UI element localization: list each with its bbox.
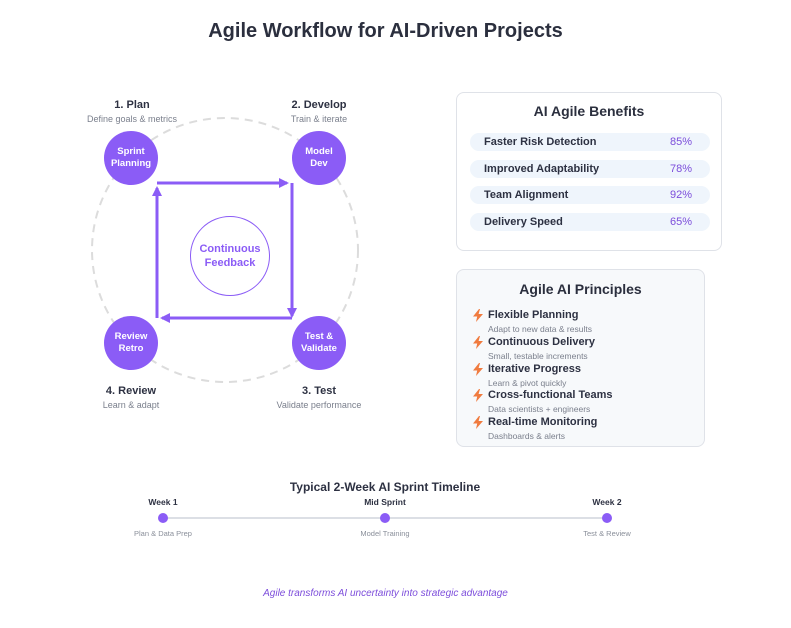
- benefit-row: Improved Adaptability 78%: [470, 160, 710, 178]
- benefit-label: Improved Adaptability: [484, 163, 600, 175]
- benefit-value: 65%: [669, 216, 692, 228]
- node-label-line2: Validate: [301, 343, 337, 354]
- stage-subtitle-plan: Define goals & metrics: [86, 114, 178, 124]
- node-label-line2: Planning: [110, 158, 152, 169]
- stage-subtitle-develop: Train & iterate: [290, 114, 348, 124]
- benefit-label: Team Alignment: [484, 189, 569, 201]
- node-review-retro: Review Retro: [104, 316, 158, 370]
- benefit-label: Delivery Speed: [484, 216, 563, 228]
- principle-subtitle: Small, testable increments: [488, 351, 588, 361]
- timeline-sub-mid-sprint: Model Training: [360, 529, 410, 538]
- timeline-title: Typical 2-Week AI Sprint Timeline: [289, 480, 481, 494]
- benefit-value: 92%: [669, 189, 692, 201]
- principle-subtitle: Adapt to new data & results: [488, 324, 592, 334]
- timeline-sub-week1: Plan & Data Prep: [134, 529, 192, 538]
- node-sprint-planning: Sprint Planning: [104, 131, 158, 185]
- node-label-line1: Model: [305, 146, 333, 157]
- node-model-dev: Model Dev: [292, 131, 346, 185]
- benefit-row: Team Alignment 92%: [470, 186, 710, 204]
- stage-title-review: 4. Review: [105, 385, 157, 397]
- benefit-label: Faster Risk Detection: [484, 136, 597, 148]
- principles-title: Agile AI Principles: [519, 281, 642, 297]
- node-label-line1: Sprint: [117, 146, 145, 157]
- benefit-row: Faster Risk Detection 85%: [470, 133, 710, 151]
- principle-title: Real-time Monitoring: [488, 416, 598, 428]
- lightning-bolt-icon: [473, 389, 483, 402]
- principle-subtitle: Learn & pivot quickly: [488, 378, 567, 388]
- principle-title: Iterative Progress: [488, 363, 581, 375]
- timeline-label-mid-sprint: Mid Sprint: [364, 497, 406, 507]
- continuous-feedback-circle: Continuous Feedback: [190, 216, 270, 296]
- timeline-label-week2: Week 2: [592, 497, 622, 507]
- benefits-card: AI Agile Benefits Faster Risk Detection …: [456, 92, 722, 251]
- cycle-ring: [91, 117, 359, 383]
- benefit-row: Delivery Speed 65%: [470, 213, 710, 231]
- timeline-dot-mid-sprint: [380, 513, 390, 523]
- benefit-value: 78%: [669, 163, 692, 175]
- principle-title: Continuous Delivery: [488, 336, 595, 348]
- principle-title: Cross-functional Teams: [488, 389, 613, 401]
- benefit-value: 85%: [669, 136, 692, 148]
- stage-subtitle-review: Learn & adapt: [102, 400, 160, 410]
- timeline-label-week1: Week 1: [148, 497, 178, 507]
- node-test-validate: Test & Validate: [292, 316, 346, 370]
- principle-subtitle: Data scientists + engineers: [488, 404, 591, 414]
- principle-title: Flexible Planning: [488, 309, 579, 321]
- lightning-bolt-icon: [473, 416, 483, 429]
- lightning-bolt-icon: [473, 336, 483, 349]
- page-title: Agile Workflow for AI-Driven Projects: [208, 20, 563, 42]
- node-label-line1: Test &: [304, 331, 334, 342]
- timeline-sub-week2: Test & Review: [583, 529, 631, 538]
- stage-title-test: 3. Test: [301, 385, 337, 397]
- center-label-line1: Continuous: [199, 243, 261, 255]
- node-label-line1: Review: [114, 331, 148, 342]
- footer-tagline: Agile transforms AI uncertainty into str…: [263, 588, 508, 599]
- node-label-line2: Dev: [310, 158, 328, 169]
- benefits-title: AI Agile Benefits: [533, 103, 645, 119]
- stage-subtitle-test: Validate performance: [276, 400, 362, 410]
- stage-title-plan: 1. Plan: [114, 99, 150, 111]
- timeline-dot-week1: [158, 513, 168, 523]
- lightning-bolt-icon: [473, 363, 483, 376]
- lightning-bolt-icon: [473, 309, 483, 322]
- center-label-line2: Feedback: [204, 257, 256, 269]
- node-label-line2: Retro: [118, 343, 144, 354]
- principle-subtitle: Dashboards & alerts: [488, 431, 566, 441]
- timeline-dot-week2: [602, 513, 612, 523]
- stage-title-develop: 2. Develop: [291, 99, 347, 111]
- principles-card: Agile AI Principles Flexible Planning Ad…: [456, 269, 705, 447]
